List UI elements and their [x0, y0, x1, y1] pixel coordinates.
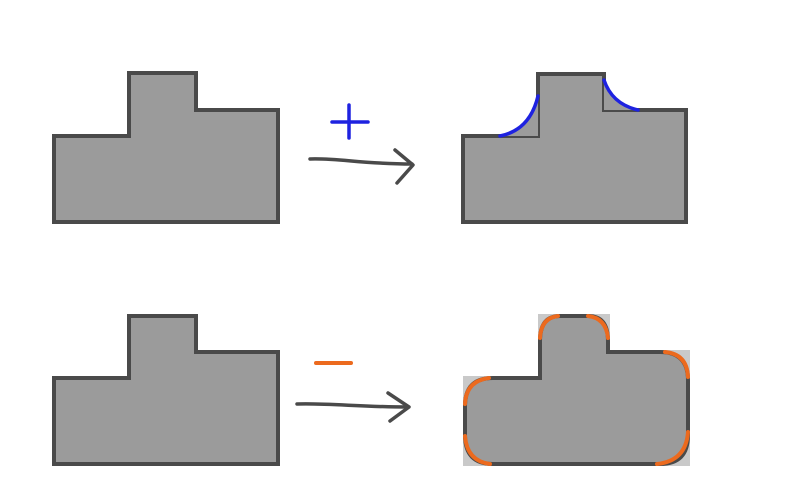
- row-subtract: [52, 314, 690, 466]
- rounded-corner-arcs: [463, 314, 690, 466]
- arc-bottom-left-body: [463, 434, 492, 466]
- concave-fillet-left: [500, 96, 538, 136]
- arc-top-right-body: [663, 350, 690, 379]
- plus-icon: [330, 103, 370, 140]
- arc-top-right-tab: [586, 314, 610, 340]
- arc-top-left-body: [463, 376, 491, 406]
- arrow-right-icon-add: [308, 148, 415, 185]
- arc-top-left-tab: [538, 314, 560, 340]
- fillet-curve-left: [498, 94, 540, 138]
- row-add: [52, 71, 688, 224]
- fillet-curve-right: [602, 78, 640, 112]
- after-shape-add: [461, 72, 688, 224]
- arrow-right-icon-subtract: [295, 391, 411, 423]
- before-shape-subtract: [52, 314, 280, 466]
- arc-bottom-right-body: [655, 430, 690, 466]
- concave-fillet-right: [604, 80, 638, 110]
- before-shape-add: [52, 71, 280, 224]
- after-shape-subtract: [463, 314, 690, 466]
